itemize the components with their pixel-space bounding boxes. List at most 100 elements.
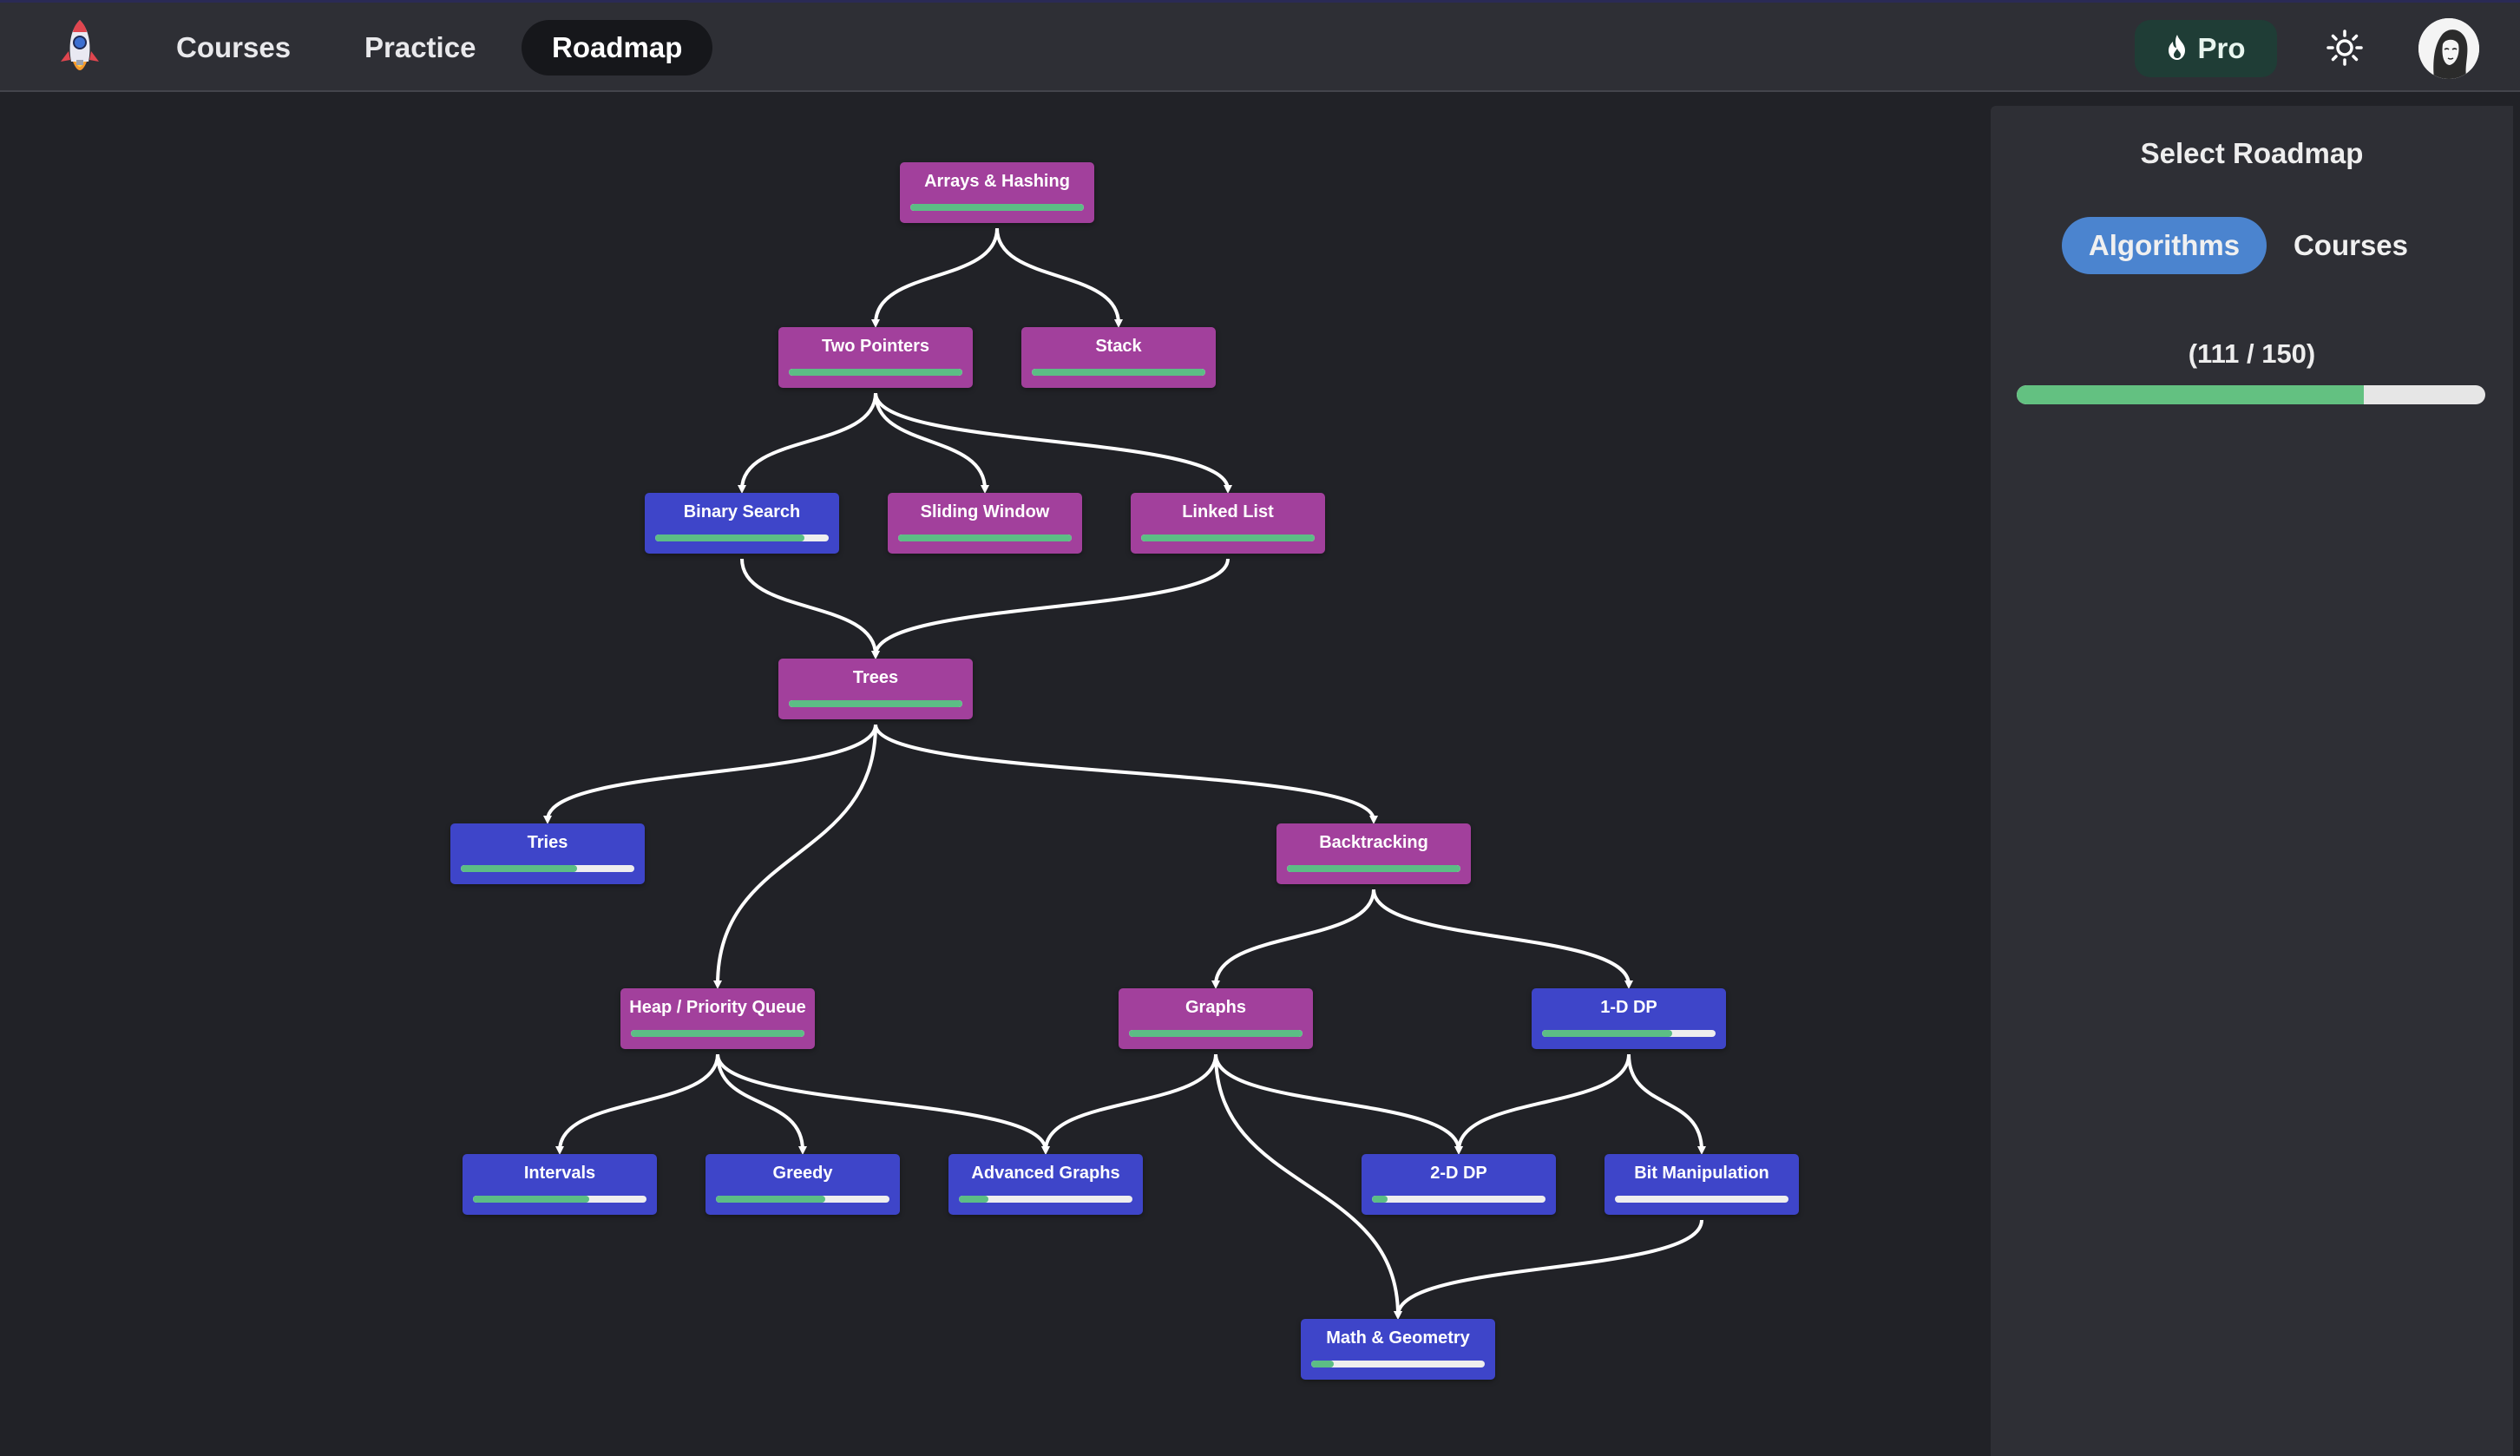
node-label: Intervals	[523, 1164, 596, 1183]
flame-icon	[2166, 33, 2189, 65]
sun-icon[interactable]	[2326, 29, 2364, 67]
node-label: Graphs	[1185, 998, 1247, 1017]
node-progress-bar	[910, 204, 1084, 211]
node-progress-bar	[473, 1196, 646, 1203]
node-progress-fill	[1542, 1030, 1672, 1037]
node-label: Trees	[852, 668, 899, 687]
nav-practice[interactable]: Practice	[364, 31, 476, 63]
edge-arrays-to-twopointers	[871, 227, 999, 328]
node-progress-fill	[1141, 535, 1315, 541]
node-progress-fill	[1032, 369, 1205, 376]
roadmap-node-binarysearch[interactable]: Binary Search	[645, 493, 839, 554]
node-progress-fill	[1287, 865, 1460, 872]
roadmap-node-trees[interactable]: Trees	[778, 659, 973, 719]
roadmap-node-dp2[interactable]: 2-D DP	[1362, 1154, 1556, 1215]
node-label: 1-D DP	[1600, 998, 1657, 1017]
roadmap-node-arrays[interactable]: Arrays & Hashing	[900, 162, 1094, 223]
roadmap-node-graphs[interactable]: Graphs	[1119, 988, 1313, 1049]
edge-twopointers-to-binarysearch	[738, 392, 877, 494]
edge-arrays-to-stack	[995, 227, 1123, 328]
roadmap-node-intervals[interactable]: Intervals	[463, 1154, 657, 1215]
node-progress-fill	[959, 1196, 988, 1203]
roadmap-node-bitmanip[interactable]: Bit Manipulation	[1605, 1154, 1799, 1215]
roadmap-node-backtracking[interactable]: Backtracking	[1276, 823, 1471, 884]
node-progress-bar	[898, 535, 1072, 541]
node-progress-bar	[1287, 865, 1460, 872]
node-progress-fill	[910, 204, 1084, 211]
panel-title: Select Roadmap	[2140, 137, 2364, 169]
node-progress-bar	[631, 1030, 804, 1037]
node-label: Math & Geometry	[1326, 1328, 1470, 1348]
roadmap-side-panel: Select Roadmap Algorithms Courses (111 /…	[1991, 106, 2513, 1456]
node-progress-bar	[789, 369, 962, 376]
node-label: Tries	[527, 833, 568, 852]
node-progress-bar	[461, 865, 634, 872]
node-progress-bar	[716, 1196, 889, 1203]
edge-bitmanip-to-math	[1394, 1219, 1703, 1320]
roadmap-node-heap[interactable]: Heap / Priority Queue	[620, 988, 815, 1049]
overall-progress-bar	[2017, 385, 2485, 404]
edge-trees-to-tries	[543, 724, 877, 824]
node-progress-fill	[789, 700, 962, 707]
node-progress-fill	[631, 1030, 804, 1037]
node-progress-bar	[655, 535, 829, 541]
edge-heap-to-advgraphs	[716, 1053, 1050, 1155]
node-label: Heap / Priority Queue	[629, 998, 806, 1017]
node-progress-bar	[959, 1196, 1132, 1203]
progress-count: (111 / 150)	[2188, 338, 2316, 369]
node-progress-bar	[1141, 535, 1315, 541]
tab-algorithms[interactable]: Algorithms	[2062, 217, 2267, 274]
node-progress-bar	[1615, 1196, 1788, 1203]
roadmap-node-stack[interactable]: Stack	[1021, 327, 1216, 388]
node-progress-bar	[1129, 1030, 1303, 1037]
edge-backtracking-to-graphs	[1211, 889, 1375, 989]
roadmap-node-math[interactable]: Math & Geometry	[1301, 1319, 1495, 1380]
edge-trees-to-heap	[713, 724, 877, 989]
node-progress-fill	[1311, 1361, 1334, 1367]
node-progress-fill	[1372, 1196, 1388, 1203]
pro-button[interactable]: Pro	[2135, 20, 2277, 77]
overall-progress-fill	[2017, 385, 2364, 404]
roadmap-node-slidingwindow[interactable]: Sliding Window	[888, 493, 1082, 554]
roadmap-node-greedy[interactable]: Greedy	[705, 1154, 900, 1215]
node-label: Bit Manipulation	[1634, 1164, 1769, 1183]
node-progress-fill	[716, 1196, 825, 1203]
node-label: Two Pointers	[821, 337, 930, 356]
node-label: Greedy	[772, 1164, 833, 1183]
node-label: Binary Search	[683, 502, 801, 521]
edge-twopointers-to-slidingwindow	[874, 392, 989, 494]
node-progress-fill	[655, 535, 804, 541]
edge-graphs-to-advgraphs	[1041, 1053, 1217, 1155]
node-progress-bar	[1311, 1361, 1485, 1367]
roadmap-node-linkedlist[interactable]: Linked List	[1131, 493, 1325, 554]
roadmap-node-twopointers[interactable]: Two Pointers	[778, 327, 973, 388]
roadmap-node-advgraphs[interactable]: Advanced Graphs	[948, 1154, 1143, 1215]
rocket-icon[interactable]	[56, 16, 104, 79]
user-avatar[interactable]	[2418, 18, 2479, 79]
edge-graphs-to-dp2	[1214, 1053, 1463, 1155]
edge-heap-to-greedy	[716, 1053, 807, 1155]
node-progress-fill	[898, 535, 1072, 541]
roadmap-node-dp1[interactable]: 1-D DP	[1532, 988, 1726, 1049]
edge-twopointers-to-linkedlist	[874, 392, 1232, 494]
tab-courses[interactable]: Courses	[2293, 229, 2409, 261]
top-navbar: Courses Practice Roadmap Pro	[0, 0, 2520, 92]
node-progress-fill	[473, 1196, 589, 1203]
node-progress-fill	[461, 865, 577, 872]
node-progress-fill	[1129, 1030, 1303, 1037]
node-label: Linked List	[1182, 502, 1274, 521]
edge-linkedlist-to-trees	[871, 558, 1230, 659]
pro-label: Pro	[2197, 32, 2246, 64]
node-progress-bar	[1542, 1030, 1716, 1037]
node-label: Advanced Graphs	[971, 1164, 1120, 1183]
nav-courses[interactable]: Courses	[176, 31, 292, 63]
nav-roadmap[interactable]: Roadmap	[522, 20, 713, 75]
edge-backtracking-to-dp1	[1372, 889, 1633, 989]
node-progress-fill	[789, 369, 962, 376]
node-progress-bar	[789, 700, 962, 707]
node-progress-bar	[1032, 369, 1205, 376]
roadmap-node-tries[interactable]: Tries	[450, 823, 645, 884]
edge-trees-to-backtracking	[874, 724, 1378, 824]
edge-dp1-to-dp2	[1454, 1053, 1631, 1155]
node-progress-bar	[1372, 1196, 1545, 1203]
